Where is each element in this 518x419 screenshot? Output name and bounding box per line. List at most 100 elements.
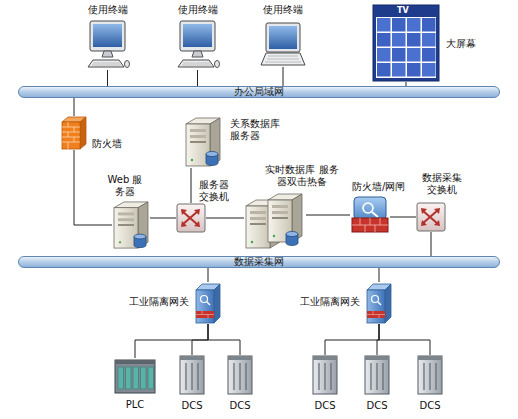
- icon-rect: [407, 33, 421, 47]
- icon-path: [182, 211, 198, 225]
- device-label: 防火墙: [92, 138, 122, 150]
- big-screen-node: 大屏幕TV: [372, 4, 440, 82]
- gateway-node: 工业隔离网关: [195, 282, 221, 324]
- icon-rect: [392, 18, 406, 32]
- icon-rect: [269, 26, 297, 49]
- icon-path: [186, 363, 198, 390]
- server-icon: [112, 200, 150, 250]
- dcs-node: DCS: [416, 355, 444, 395]
- dcs-node: DCS: [363, 355, 391, 395]
- icon-circle: [201, 296, 208, 303]
- switch-node: 服务器 交换机: [176, 203, 206, 233]
- network-link: [431, 232, 432, 256]
- icon-rect: [373, 5, 439, 81]
- icon-rect: [250, 217, 266, 220]
- icon-path: [421, 208, 440, 226]
- icon-rect: [313, 356, 337, 360]
- icon-path: [214, 284, 220, 323]
- network-band: 办公局域网: [18, 86, 500, 98]
- icon-ellipse: [206, 152, 218, 157]
- icon-rect: [392, 33, 406, 47]
- fwgate-icon: [350, 196, 390, 234]
- icon-rect: [196, 311, 214, 318]
- monitor-icon: [175, 20, 220, 70]
- device-label: PLC: [104, 399, 166, 411]
- screen-mark: TV: [397, 6, 409, 16]
- icon-path: [178, 60, 214, 67]
- network-name: 数据采集网: [19, 256, 499, 268]
- dcs-icon: [311, 355, 339, 395]
- network-link: [197, 70, 198, 86]
- icon-rect: [377, 33, 391, 47]
- device-label: 实时数据库 服务器双击热备: [264, 164, 340, 188]
- icon-path: [88, 60, 124, 67]
- network-link: [150, 218, 176, 219]
- icon-circle: [119, 241, 121, 243]
- icon-rect: [126, 367, 132, 389]
- device-label: 工业隔离网关: [300, 296, 360, 308]
- icon-path: [352, 218, 388, 232]
- icon-path: [372, 212, 378, 217]
- icon-rect: [367, 290, 385, 323]
- icon-circle: [363, 203, 373, 213]
- laptop-icon: [259, 22, 307, 67]
- icon-path: [234, 363, 246, 390]
- icon-rect: [62, 122, 80, 149]
- network-link: [74, 98, 75, 116]
- monitor-icon: [85, 20, 130, 70]
- dcs-node: DCS: [178, 355, 206, 395]
- dcs-icon: [178, 355, 206, 395]
- icon-rect: [228, 356, 252, 360]
- icon-rect: [90, 21, 125, 51]
- device-label: 关系数据库 服务器: [230, 118, 284, 142]
- network-link: [107, 70, 108, 86]
- icon-ellipse: [215, 61, 220, 68]
- network-link: [74, 150, 112, 225]
- dcs-icon: [416, 355, 444, 395]
- terminal-node: 使用终端: [85, 20, 130, 70]
- icon-circle: [273, 235, 275, 237]
- network-link: [191, 168, 192, 203]
- icon-rect: [250, 223, 266, 225]
- icon-rect: [115, 360, 155, 364]
- icon-rect: [190, 141, 206, 143]
- device-label: 使用终端: [65, 4, 150, 16]
- icon-rect: [190, 135, 206, 138]
- icon-rect: [118, 367, 124, 389]
- icon-rect: [177, 204, 205, 232]
- icon-ellipse: [286, 232, 298, 237]
- icon-rect: [183, 24, 212, 47]
- dcs-icon: [226, 355, 254, 395]
- firewall-node: 防火墙: [60, 116, 88, 150]
- icon-path: [102, 51, 113, 57]
- icon-path: [92, 63, 121, 65]
- icon-rect: [180, 356, 204, 360]
- dual-icon: [244, 192, 306, 250]
- icon-rect: [407, 18, 421, 32]
- server-pair-node: 实时数据库 服务器双击热备: [244, 192, 306, 250]
- icon-rect: [148, 367, 154, 389]
- server-node: 关系数据库 服务器: [184, 116, 222, 168]
- icon-rect: [418, 356, 442, 394]
- device-label: 使用终端: [155, 4, 240, 16]
- icon-rect: [392, 48, 406, 62]
- switch-icon: [176, 203, 206, 233]
- icon-rect: [133, 367, 139, 389]
- icon-rect: [407, 48, 421, 62]
- network-link: [208, 324, 240, 355]
- icon-rect: [422, 63, 436, 77]
- icon-path: [319, 363, 331, 390]
- icon-path: [182, 63, 211, 65]
- device-label: DCS: [301, 400, 349, 412]
- icon-rect: [272, 211, 288, 214]
- icon-path: [196, 311, 214, 318]
- icon-circle: [251, 241, 253, 243]
- device-label: DCS: [168, 400, 216, 412]
- icon-rect: [422, 33, 436, 47]
- icon-rect: [118, 218, 134, 221]
- firewall-icon: [60, 116, 88, 150]
- icon-rect: [417, 203, 445, 231]
- device-label: DCS: [353, 400, 401, 412]
- icon-rect: [376, 17, 436, 78]
